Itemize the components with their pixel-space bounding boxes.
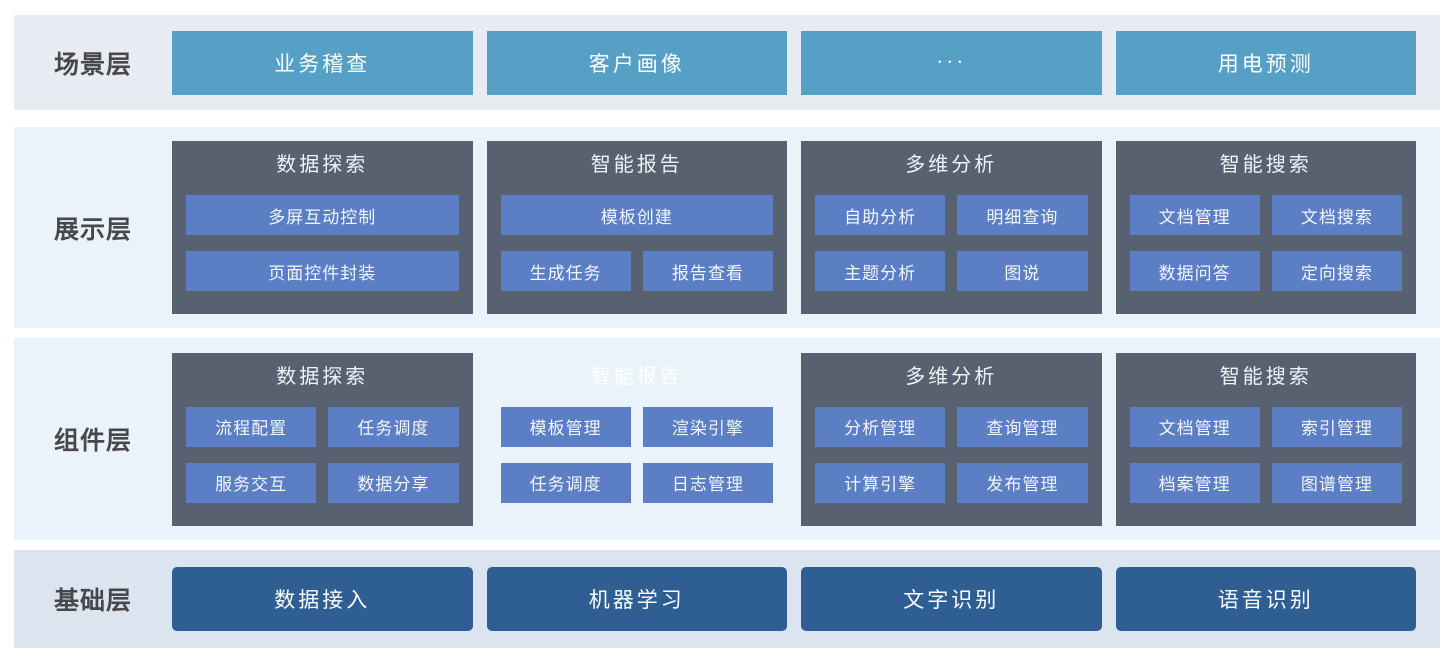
group-presentation-2: 多维分析自助分析明细查询主题分析图说: [801, 141, 1102, 314]
item-row: 流程配置任务调度: [186, 406, 459, 447]
scene-box: 客户画像: [486, 30, 787, 95]
item-box: 发布管理: [957, 462, 1088, 503]
group-title: 数据探索: [276, 365, 369, 388]
group-items: 分析管理查询管理计算引擎发布管理: [815, 406, 1088, 503]
group-component-2: 多维分析分析管理查询管理计算引擎发布管理: [801, 352, 1102, 526]
item-box: 流程配置: [186, 406, 317, 447]
item-row: 文档管理文档搜索: [1129, 195, 1402, 235]
item-box: 图谱管理: [1271, 462, 1402, 503]
item-row: 分析管理查询管理: [815, 406, 1088, 447]
item-box: 文档管理: [1129, 195, 1260, 235]
item-box: 档案管理: [1129, 462, 1260, 503]
item-row: 页面控件封装: [186, 251, 459, 291]
group-title: 多维分析: [905, 365, 998, 388]
item-row: 模板管理渲染引擎: [500, 406, 773, 447]
item-row: 模板创建: [500, 195, 773, 235]
band-content-base: 数据接入机器学习文字识别语音识别: [172, 567, 1416, 631]
item-box: 模板创建: [500, 195, 773, 235]
base-box: 机器学习: [486, 567, 787, 631]
item-box: 日志管理: [642, 462, 773, 503]
item-row: 多屏互动控制: [186, 195, 459, 235]
group-title: 数据探索: [276, 154, 369, 176]
architecture-diagram: 场景层业务稽查客户画像···用电预测展示层数据探索多屏互动控制页面控件封装智能报…: [14, 15, 1440, 648]
item-box: 模板管理: [500, 406, 631, 447]
item-box: 文档管理: [1129, 406, 1260, 447]
item-box: 报告查看: [642, 251, 773, 291]
item-box: 页面控件封装: [186, 251, 459, 291]
item-box: 查询管理: [957, 406, 1088, 447]
group-items: 文档管理索引管理档案管理图谱管理: [1129, 406, 1402, 503]
band-scene: 场景层 业务稽查客户画像···用电预测: [14, 15, 1440, 110]
band-content-scene: 业务稽查客户画像···用电预测: [172, 30, 1416, 95]
base-box: 数据接入: [172, 567, 473, 631]
group-presentation-0: 数据探索多屏互动控制页面控件封装: [172, 141, 473, 314]
group-component-3: 智能搜索文档管理索引管理档案管理图谱管理: [1115, 352, 1416, 526]
item-row: 自助分析明细查询: [815, 195, 1088, 235]
group-items: 多屏互动控制页面控件封装: [186, 195, 459, 291]
group-component-0: 数据探索流程配置任务调度服务交互数据分享: [172, 352, 473, 526]
item-box: 文档搜索: [1271, 195, 1402, 235]
group-title: 多维分析: [905, 154, 998, 176]
item-row: 档案管理图谱管理: [1129, 462, 1402, 503]
group-items: 自助分析明细查询主题分析图说: [815, 195, 1088, 291]
group-title: 智能搜索: [1219, 365, 1312, 388]
band-base: 基础层 数据接入机器学习文字识别语音识别: [14, 550, 1440, 648]
item-box: 任务调度: [500, 462, 631, 503]
group-items: 模板创建生成任务报告查看: [500, 195, 773, 291]
item-box: 分析管理: [815, 406, 946, 447]
band-content-component: 数据探索流程配置任务调度服务交互数据分享智能报告模板管理渲染引擎任务调度日志管理…: [172, 352, 1416, 526]
group-items: 文档管理文档搜索数据问答定向搜索: [1129, 195, 1402, 291]
item-box: 定向搜索: [1271, 251, 1402, 291]
item-box: 渲染引擎: [642, 406, 773, 447]
item-box: 计算引擎: [815, 462, 946, 503]
item-box: 索引管理: [1271, 406, 1402, 447]
item-box: 数据分享: [328, 462, 459, 503]
group-title: 智能报告: [590, 365, 683, 388]
item-row: 数据问答定向搜索: [1129, 251, 1402, 291]
group-presentation-1: 智能报告模板创建生成任务报告查看: [486, 141, 787, 314]
base-box: 语音识别: [1115, 567, 1416, 631]
item-row: 服务交互数据分享: [186, 462, 459, 503]
group-title: 智能报告: [590, 154, 683, 176]
item-box: 生成任务: [500, 251, 631, 291]
band-presentation: 展示层数据探索多屏互动控制页面控件封装智能报告模板创建生成任务报告查看多维分析自…: [14, 127, 1440, 328]
item-row: 文档管理索引管理: [1129, 406, 1402, 447]
layer-label-scene: 场景层: [53, 50, 132, 79]
base-box: 文字识别: [801, 567, 1102, 631]
item-box: 数据问答: [1129, 251, 1260, 291]
item-box: 主题分析: [815, 251, 946, 291]
layer-label-component: 组件层: [53, 427, 132, 455]
item-box: 任务调度: [328, 406, 459, 447]
group-presentation-3: 智能搜索文档管理文档搜索数据问答定向搜索: [1115, 141, 1416, 314]
item-row: 生成任务报告查看: [500, 251, 773, 291]
item-box: 明细查询: [957, 195, 1088, 235]
group-component-1: 智能报告模板管理渲染引擎任务调度日志管理: [487, 353, 788, 526]
layer-label-presentation: 展示层: [53, 215, 132, 244]
item-row: 主题分析图说: [815, 251, 1088, 291]
item-box: 图说: [957, 251, 1088, 291]
scene-box: 业务稽查: [172, 30, 473, 95]
scene-box: ···: [801, 30, 1102, 95]
item-box: 自助分析: [815, 195, 946, 235]
group-items: 模板管理渲染引擎任务调度日志管理: [500, 406, 773, 503]
item-row: 计算引擎发布管理: [815, 462, 1088, 503]
group-items: 流程配置任务调度服务交互数据分享: [186, 406, 459, 503]
item-box: 多屏互动控制: [186, 195, 459, 235]
item-row: 任务调度日志管理: [500, 462, 773, 503]
group-title: 智能搜索: [1219, 154, 1312, 176]
band-component: 组件层数据探索流程配置任务调度服务交互数据分享智能报告模板管理渲染引擎任务调度日…: [14, 338, 1440, 540]
item-box: 服务交互: [186, 462, 317, 503]
band-content-presentation: 数据探索多屏互动控制页面控件封装智能报告模板创建生成任务报告查看多维分析自助分析…: [172, 141, 1416, 314]
layer-label-base: 基础层: [53, 587, 132, 615]
scene-box: 用电预测: [1115, 30, 1416, 95]
